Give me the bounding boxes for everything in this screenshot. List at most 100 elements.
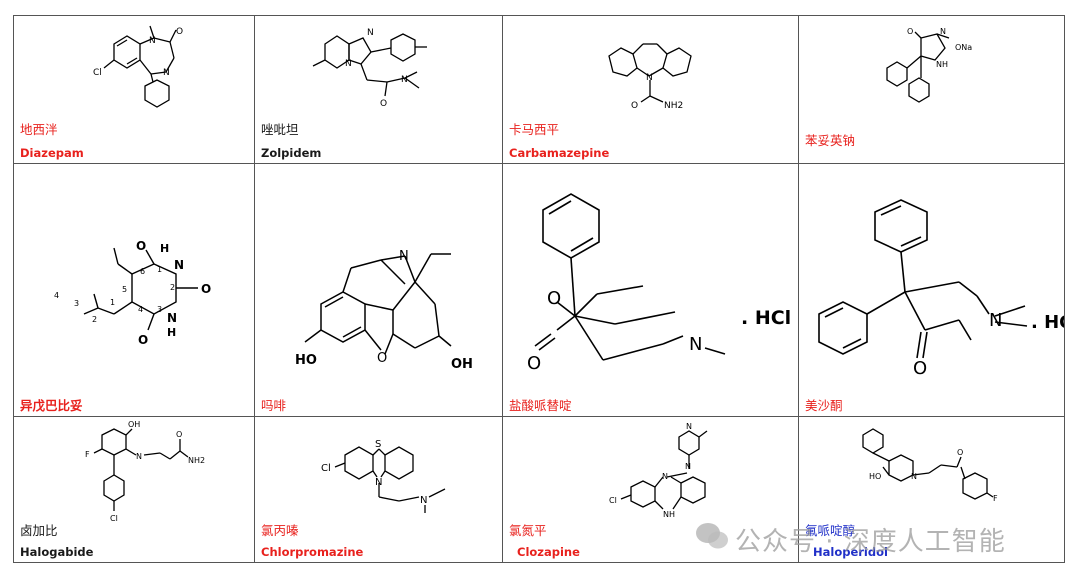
atom-o: O — [907, 27, 913, 36]
compound-name-cn: 氟哌啶醇 — [805, 523, 856, 538]
atom-n: N — [136, 452, 142, 461]
position-2: 2 — [170, 283, 175, 292]
cell-phenytoin-sodium: O N ONa NH 苯妥英钠 — [799, 16, 1064, 164]
compound-name-cn: 卤加比 — [20, 523, 58, 538]
compound-name-cn: 美沙酮 — [805, 398, 843, 413]
compound-name-cn: 盐酸哌替啶 — [509, 398, 572, 413]
cell-haloperidol: HO N O F 氟哌啶醇 Haloperidol — [799, 417, 1064, 562]
compound-name-cn: 卡马西平 — [509, 122, 560, 137]
phenytoin-sodium-structure: O N ONa NH — [886, 27, 972, 103]
atom-cl: Cl — [321, 463, 331, 474]
atom-o: O — [913, 358, 927, 379]
atom-n: N — [911, 472, 917, 481]
compound-name-en: Halogabide — [20, 545, 94, 559]
atom-nh: NH — [936, 60, 948, 69]
atom-n: N — [375, 477, 382, 488]
hcl-salt: . HCl — [741, 307, 791, 329]
atom-n: N — [149, 36, 156, 46]
chain-position-3: 3 — [74, 299, 79, 308]
atom-cl: Cl — [93, 68, 102, 78]
compound-name-cn: 氯氮平 — [509, 523, 547, 538]
wechat-logo-icon — [696, 523, 728, 549]
atom-o: O — [380, 99, 387, 109]
compound-name-en: Chlorpromazine — [261, 545, 364, 559]
atom-o: O — [138, 333, 148, 347]
atom-o: O — [201, 282, 211, 296]
atom-n: N — [662, 472, 668, 481]
atom-n: N — [345, 59, 352, 69]
cell-zolpidem: N N O N 唑吡坦 Zolpidem — [255, 16, 503, 164]
atom-n: N — [689, 334, 702, 355]
atom-nh2: NH2 — [188, 456, 205, 465]
atom-n: N — [940, 27, 946, 36]
clozapine-structure: N N N Cl NH — [609, 422, 708, 519]
compound-table: N O Cl N 地西泮 Diazepam N N O N 唑吡坦 — [13, 15, 1065, 563]
compound-name-cn: 异戊巴比妥 — [20, 398, 83, 413]
atom-o: O — [176, 430, 182, 439]
compound-name-cn: 地西泮 — [20, 122, 58, 137]
watermark-text: 公众号 · 深度人工智能 — [735, 527, 1006, 557]
cell-halogabide: OH F N O NH2 Cl 卤加比 Halogabide — [14, 417, 255, 562]
pethidine-structure: O O N . HCl — [527, 193, 791, 374]
atom-o: O — [527, 353, 541, 374]
chain-position-1: 1 — [110, 298, 115, 307]
atom-n: N — [646, 73, 653, 83]
position-5: 5 — [122, 285, 127, 294]
compound-name-en: Diazepam — [20, 146, 84, 160]
chain-position-2: 2 — [92, 315, 97, 324]
atom-nh: NH — [663, 510, 675, 519]
atom-nh2: NH2 — [664, 101, 683, 111]
atom-h: H — [160, 242, 169, 255]
compound-name-en: Clozapine — [517, 545, 580, 559]
atom-h: H — [167, 326, 176, 339]
atom-oh: OH — [128, 420, 140, 429]
atom-o: O — [377, 351, 387, 366]
cell-chlorpromazine: S Cl N N 氯丙嗪 Chlorpromazine — [255, 417, 503, 562]
atom-n: N — [686, 422, 692, 431]
atom-n: N — [685, 462, 691, 471]
cell-diazepam: N O Cl N 地西泮 Diazepam — [14, 16, 255, 164]
position-3: 3 — [157, 305, 162, 314]
atom-ona: ONa — [955, 43, 972, 52]
atom-f: F — [993, 494, 998, 503]
cell-clozapine: N N N Cl NH 氯氮平 Clozapine — [503, 417, 799, 562]
compound-name-cn: 氯丙嗪 — [261, 523, 299, 538]
atom-n: N — [367, 28, 374, 38]
atom-n: N — [420, 495, 427, 506]
chlorpromazine-structure: S Cl N N — [321, 439, 446, 513]
cell-amobarbital: O H N O N H O 1 2 3 4 5 6 1 2 3 4 异戊巴比妥 — [14, 164, 255, 417]
atom-n: N — [174, 258, 184, 272]
zolpidem-structure: N N O N — [312, 28, 427, 109]
compound-name-cn: 唑吡坦 — [261, 122, 299, 137]
methadone-structure: N O . HC — [818, 199, 1064, 379]
atom-ho: HO — [869, 472, 881, 481]
atom-n: N — [167, 311, 177, 325]
morphine-structure: N O HO OH — [295, 249, 473, 372]
cell-methadone: N O . HC 美沙酮 — [799, 164, 1064, 417]
atom-n: N — [399, 249, 409, 264]
atom-n: N — [163, 68, 170, 78]
compound-name-en: Carbamazepine — [509, 146, 610, 160]
amobarbital-structure: O H N O N H O 1 2 3 4 5 6 1 2 3 4 — [54, 239, 211, 347]
halogabide-structure: OH F N O NH2 Cl — [85, 420, 205, 522]
cell-morphine: N O HO OH 吗啡 — [255, 164, 503, 417]
position-6: 6 — [140, 267, 145, 276]
atom-n: N — [989, 310, 1002, 331]
compound-name-en: Zolpidem — [261, 146, 322, 160]
carbamazepine-structure: N O NH2 — [608, 43, 692, 111]
atom-f: F — [85, 450, 90, 459]
position-4: 4 — [138, 305, 143, 314]
compound-name-cn: 苯妥英钠 — [805, 133, 856, 148]
compound-name-en: Haloperidol — [813, 545, 888, 559]
atom-s: S — [375, 439, 381, 450]
hcl-salt-partial: . HC — [1031, 312, 1064, 333]
atom-n: N — [401, 75, 408, 85]
compound-name-cn: 吗啡 — [261, 398, 287, 413]
atom-oh: OH — [451, 357, 473, 372]
position-1: 1 — [157, 265, 162, 274]
atom-cl: Cl — [110, 514, 118, 522]
atom-o: O — [957, 448, 963, 457]
atom-o: O — [136, 239, 146, 253]
atom-ho: HO — [295, 353, 317, 368]
diazepam-structure: N O Cl N — [93, 25, 183, 108]
